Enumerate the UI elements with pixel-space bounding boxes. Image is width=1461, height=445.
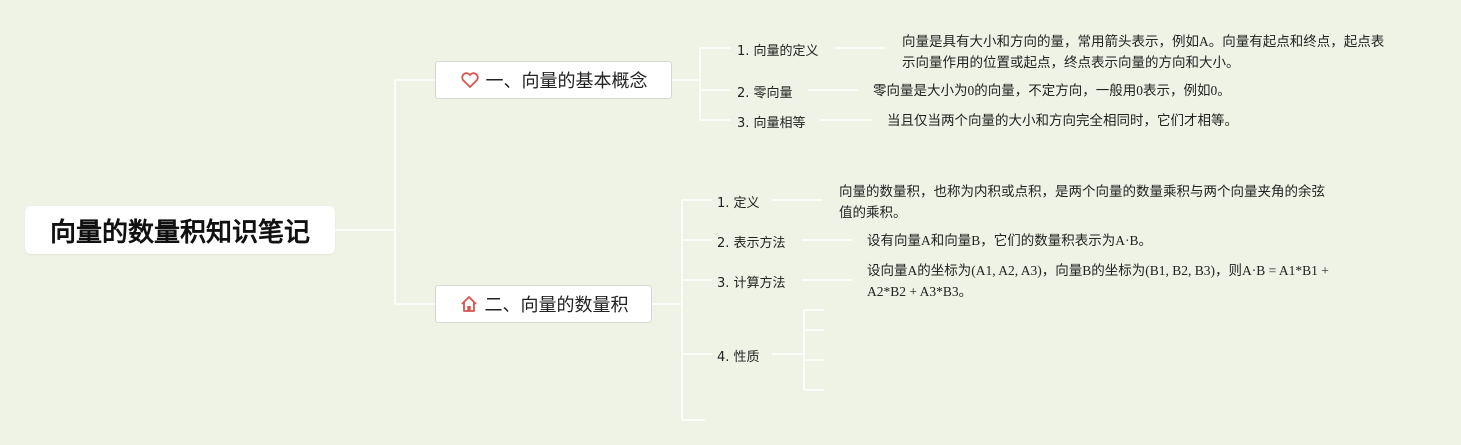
topic-definition[interactable]: 1. 定义	[717, 196, 760, 211]
topic-properties[interactable]: 4. 性质	[717, 350, 760, 365]
home-icon	[459, 294, 479, 314]
topic-vector-definition[interactable]: 1. 向量的定义	[737, 44, 819, 59]
note-definition: 向量的数量积，也称为内积或点积，是两个向量的数量乘积与两个向量夹角的余弦值的乘积…	[839, 184, 1325, 220]
topic-zero-vector[interactable]: 2. 零向量	[737, 86, 793, 101]
note-notation: 设有向量A和向量B，它们的数量积表示为A·B。	[867, 233, 1153, 248]
branch-dot-product[interactable]: 二、向量的数量积	[435, 285, 652, 323]
root-title[interactable]: 向量的数量积知识笔记	[25, 206, 335, 254]
heart-icon	[460, 70, 480, 90]
branch-vector-basics[interactable]: 一、向量的基本概念	[435, 61, 672, 99]
branch-label: 二、向量的数量积	[484, 295, 629, 316]
note-vector-definition: 向量是具有大小和方向的量，常用箭头表示，例如A。向量有起点和终点，起点表示向量作…	[902, 34, 1385, 70]
note-calculation: 设向量A的坐标为(A1, A2, A3)，向量B的坐标为(B1, B2, B3)…	[867, 263, 1329, 299]
branch-label: 一、向量的基本概念	[485, 71, 648, 92]
topic-calculation[interactable]: 3. 计算方法	[717, 276, 786, 291]
topic-vector-equality[interactable]: 3. 向量相等	[737, 116, 806, 131]
note-vector-equality: 当且仅当两个向量的大小和方向完全相同时，它们才相等。	[887, 113, 1238, 128]
topic-notation[interactable]: 2. 表示方法	[717, 236, 786, 251]
note-zero-vector: 零向量是大小为0的向量，不定方向，一般用0表示，例如0。	[873, 83, 1231, 98]
